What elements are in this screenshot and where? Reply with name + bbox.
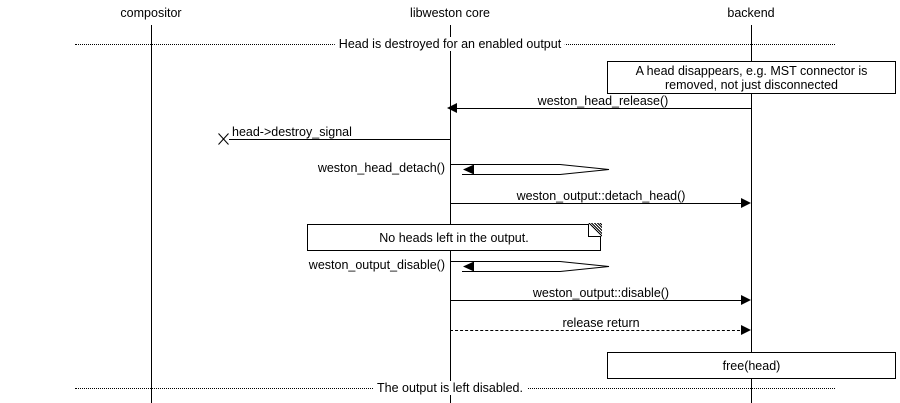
participant-label-compositor: compositor <box>120 6 182 20</box>
msg-weston-output-detach-head-line <box>450 203 745 204</box>
note-fold-icon <box>588 224 601 237</box>
msg-weston-output-disable-label: weston_output::disable() <box>529 286 673 300</box>
note-no-heads-left: No heads left in the output. <box>307 224 601 251</box>
msg-weston-output-detach-head-arrowhead <box>741 198 751 208</box>
msg-weston-output-disable-arrowhead <box>741 295 751 305</box>
msg-head-destroy-signal-line <box>229 139 450 140</box>
note-head-disappears: A head disappears, e.g. MST connector is… <box>607 61 896 94</box>
destroy-x-icon <box>218 133 229 145</box>
msg-weston-head-detach-selfcall <box>450 160 610 180</box>
divider-bottom-label: The output is left disabled. <box>373 381 527 395</box>
divider-top-label: Head is destroyed for an enabled output <box>334 37 566 51</box>
lifeline-libweston-core <box>450 25 451 403</box>
msg-release-return-arrowhead <box>741 325 751 335</box>
msg-weston-output-disable-call-label: weston_output_disable() <box>305 258 448 272</box>
msg-head-destroy-signal-label: head->destroy_signal <box>229 125 355 139</box>
msg-weston-head-release-label: weston_head_release() <box>534 94 672 108</box>
participant-label-libweston-core: libweston core <box>410 6 490 20</box>
lifeline-compositor <box>151 25 152 403</box>
msg-weston-output-detach-head-label: weston_output::detach_head() <box>513 189 689 203</box>
participant-label-backend: backend <box>727 6 775 20</box>
msg-weston-head-release-line <box>456 108 751 109</box>
note-free-head: free(head) <box>607 352 896 379</box>
note-head-disappears-line1: A head disappears, e.g. MST connector is <box>635 63 868 78</box>
msg-weston-output-disable-line <box>450 300 745 301</box>
msg-weston-head-release-arrowhead <box>447 103 457 113</box>
msg-release-return-line <box>450 330 745 331</box>
msg-release-return-label: release return <box>559 316 643 330</box>
msg-weston-head-detach-label: weston_head_detach() <box>314 161 448 175</box>
note-free-head-text: free(head) <box>722 358 781 373</box>
note-head-disappears-text: A head disappears, e.g. MST connector is… <box>608 64 895 92</box>
note-no-heads-left-text: No heads left in the output. <box>379 230 529 245</box>
lifeline-backend <box>751 25 752 403</box>
msg-weston-output-disable-call-selfcall <box>450 257 610 277</box>
note-head-disappears-line2: removed, not just disconnected <box>664 77 839 92</box>
